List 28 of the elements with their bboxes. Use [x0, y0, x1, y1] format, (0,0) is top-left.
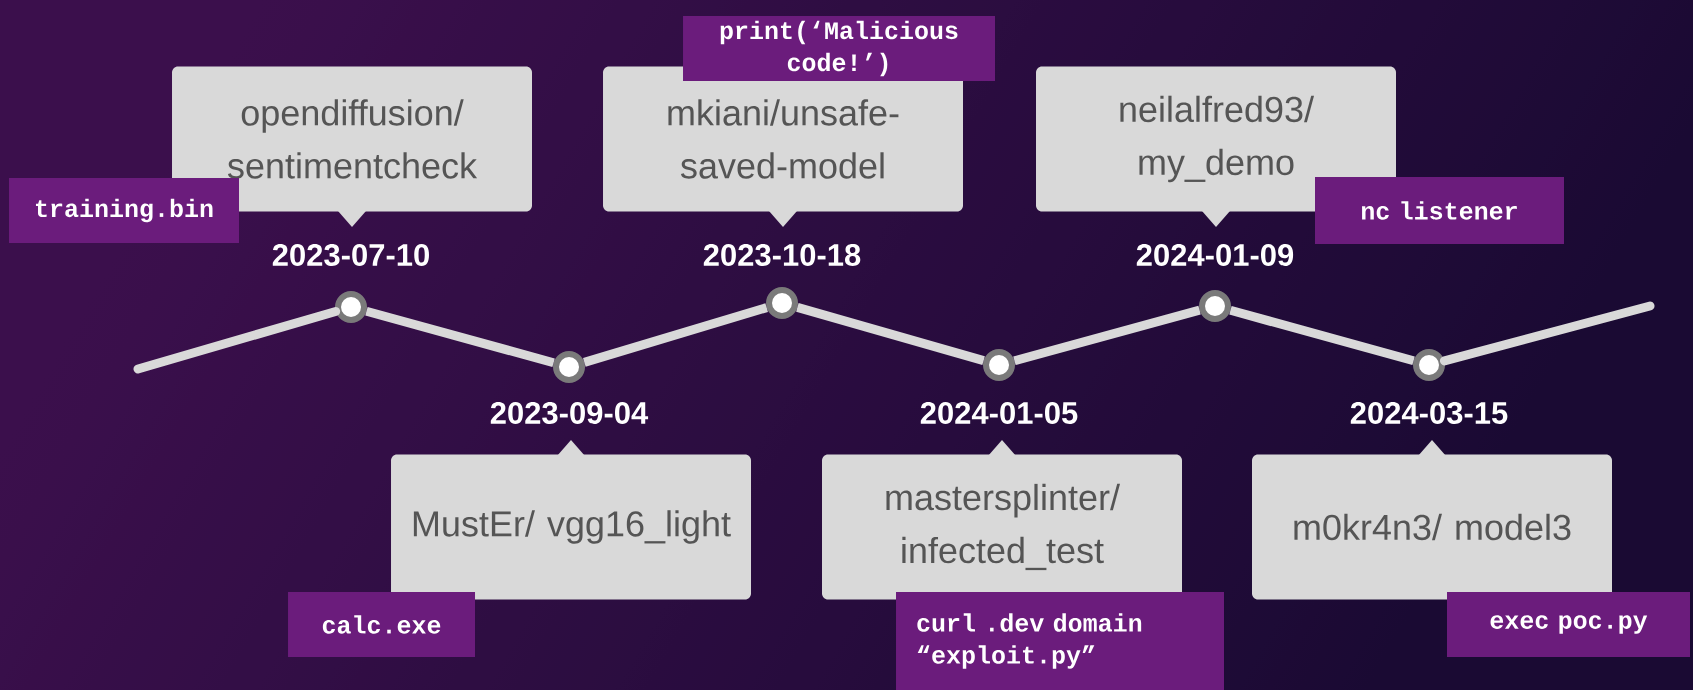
callout-box: mastersplinter/ infected_test	[822, 440, 1182, 600]
date-label: 2024-01-09	[1136, 244, 1294, 266]
date-label: 2023-07-10	[272, 244, 429, 266]
timeline-dot	[1413, 349, 1445, 381]
timeline-line	[365, 306, 555, 368]
timeline-dot	[553, 351, 585, 383]
timeline-dot	[1199, 290, 1231, 322]
callout-box: MustEr/ vgg16_light	[391, 440, 751, 600]
timeline-line	[1013, 305, 1201, 366]
code-tag: exec poc.py	[1447, 592, 1690, 657]
date-label: 2023-09-04	[490, 402, 649, 424]
code-tag: training.bin	[9, 178, 239, 243]
timeline-dot	[983, 349, 1015, 381]
callout-box: m0kr4n3/ model3	[1252, 440, 1612, 600]
date-label: 2023-10-18	[703, 244, 861, 266]
timeline-line	[583, 303, 768, 367]
timeline-line	[133, 306, 341, 374]
timeline-dot	[766, 287, 798, 319]
code-tag: calc.exe	[288, 592, 475, 657]
date-label: 2024-03-15	[1350, 402, 1508, 424]
date-label: 2024-01-05	[920, 402, 1078, 424]
code-tag: nc listener	[1315, 177, 1564, 244]
timeline-line	[796, 303, 985, 365]
timeline-line	[1229, 305, 1415, 366]
timeline-line	[1439, 301, 1655, 366]
code-tag: print(‘Malicious code!’)	[683, 16, 995, 81]
code-tag: curl .dev domain “exploit.py”	[896, 592, 1224, 690]
timeline-dot	[335, 291, 367, 323]
